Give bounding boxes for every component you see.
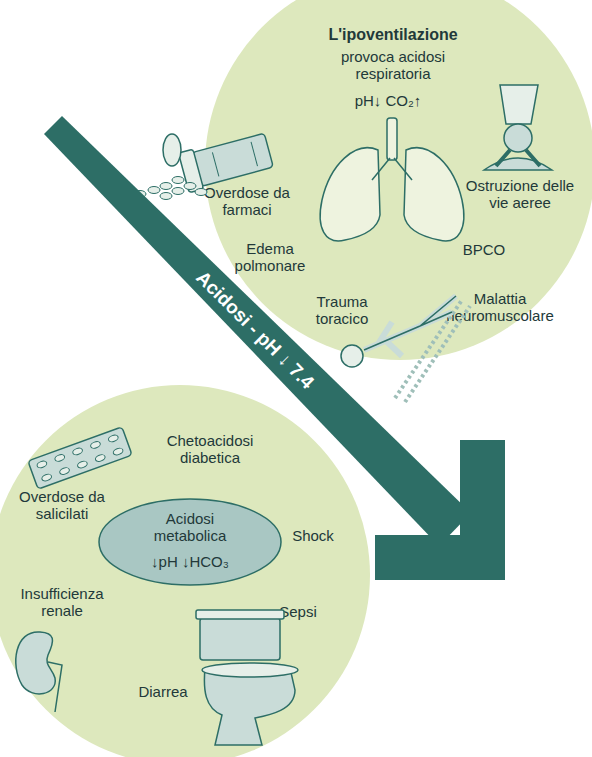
pills — [134, 177, 207, 200]
cause-text: provoca acidosi respiratoria — [328, 48, 458, 83]
cause-text: Insufficienza renale — [12, 585, 112, 620]
pill — [172, 188, 184, 195]
circle-shape — [205, 0, 592, 360]
cause-circle: Chetoacidosi diabeticaOverdose da salici… — [0, 385, 370, 757]
cause-text: Malattia neuromuscolare — [445, 290, 555, 325]
arrow-label: Acidosi - pH ↓ 7.4 — [192, 267, 319, 394]
cause-text: Ostruzione delle vie aeree — [458, 177, 583, 212]
heading-text: L'ipoventilazione — [308, 26, 478, 44]
circle-shape — [0, 385, 370, 757]
acidosis-ellipse: Acidosi metabolica ↓pH ↓HCO₃ — [98, 498, 282, 586]
cause-text: Acidosi metabolica — [130, 510, 250, 545]
cause-text: Edema polmonare — [230, 240, 310, 275]
ellipse-shape — [99, 499, 281, 585]
cause-text: pH↓ CO₂↑ — [328, 92, 448, 109]
cause-circle: L'ipoventilazione provoca acidosi respira… — [205, 0, 592, 360]
pill — [160, 193, 172, 200]
pill — [148, 187, 160, 194]
bottle-neck — [178, 149, 203, 192]
cause-text: ↓pH ↓HCO₃ — [130, 553, 250, 570]
cause-text: Diarrea — [128, 683, 198, 700]
cause-text: Overdose da salicilati — [15, 488, 110, 523]
cause-text: Shock — [283, 527, 343, 544]
pill — [172, 177, 184, 184]
arrow-head — [375, 440, 505, 580]
cause-text: Sepsi — [268, 603, 328, 620]
cause-text: Trauma toracico — [305, 293, 380, 328]
cause-text: Overdose da farmaci — [200, 184, 295, 219]
cause-text: BPCO — [454, 241, 514, 258]
pill — [160, 183, 172, 190]
pill — [184, 183, 196, 190]
acidosis-arrow: Acidosi - pH ↓ 7.4 — [30, 100, 520, 600]
cause-text: Chetoacidosi diabetica — [155, 432, 265, 467]
bottle-cap — [163, 134, 181, 166]
